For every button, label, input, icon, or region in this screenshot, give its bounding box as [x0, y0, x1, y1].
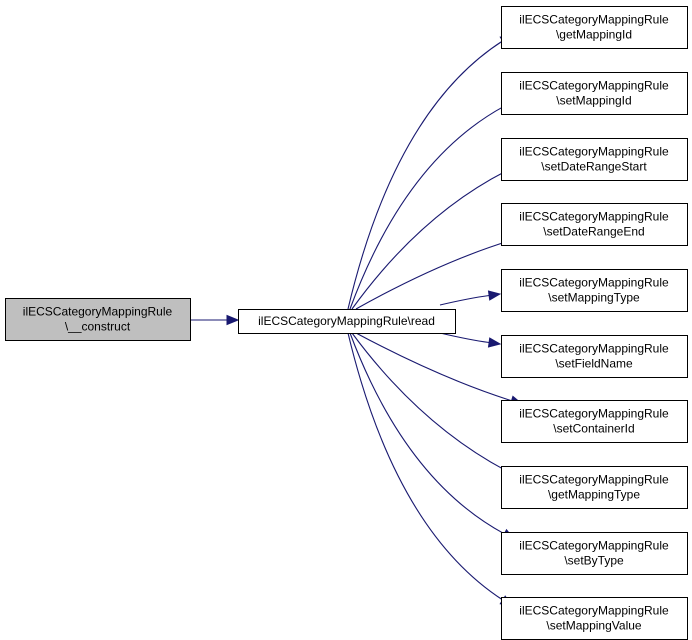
- edge-line: [439, 332, 490, 344]
- node-setMappingId[interactable]: ilECSCategoryMappingRule\setMappingId: [501, 72, 688, 115]
- node-label-line: ilECSCategoryMappingRule: [519, 145, 669, 159]
- node-label-line: \setContainerId: [553, 422, 634, 436]
- node-label-line: \setFieldName: [555, 357, 633, 371]
- arrowhead-icon: [487, 290, 502, 301]
- arrowhead-icon: [487, 337, 502, 348]
- node-box[interactable]: [501, 466, 688, 509]
- node-label-line: ilECSCategoryMappingRule: [519, 13, 669, 27]
- edge-line: [349, 332, 505, 535]
- node-label-line: ilECSCategoryMappingRule: [519, 407, 669, 421]
- node-box[interactable]: [501, 72, 688, 115]
- edge-line: [351, 332, 507, 472]
- node-construct[interactable]: ilECSCategoryMappingRule\__construct: [5, 298, 191, 341]
- node-setContainerId[interactable]: ilECSCategoryMappingRule\setContainerId: [501, 400, 688, 443]
- edge-read-to-getMappingId: [347, 34, 514, 310]
- edge-line: [347, 40, 503, 310]
- edge-line: [347, 332, 504, 601]
- node-label-line: \setByType: [564, 554, 624, 568]
- edge-read-to-setMappingId: [349, 100, 516, 310]
- node-box[interactable]: [501, 597, 688, 640]
- edge-construct-to-read: [190, 314, 240, 326]
- edge-read-to-getMappingType: [351, 332, 518, 477]
- node-setDateRangeEnd[interactable]: ilECSCategoryMappingRule\setDateRangeEnd: [501, 203, 688, 246]
- node-box[interactable]: [501, 6, 688, 49]
- node-box[interactable]: [501, 400, 688, 443]
- edge-line: [351, 170, 507, 310]
- node-box[interactable]: [501, 269, 688, 312]
- node-label-line: \setDateRangeEnd: [543, 225, 644, 239]
- node-box[interactable]: [501, 532, 688, 575]
- node-label-line: ilECSCategoryMappingRule: [519, 473, 669, 487]
- node-label-line: \setMappingType: [548, 291, 640, 305]
- node-label-line: \getMappingType: [548, 488, 640, 502]
- node-label-line: ilECSCategoryMappingRule: [519, 342, 669, 356]
- node-label-line: \setMappingValue: [546, 619, 642, 633]
- edge-line: [349, 105, 505, 310]
- edge-line: [355, 332, 512, 402]
- node-label-line: \getMappingId: [556, 28, 632, 42]
- edge-read-to-setFieldName: [439, 332, 502, 348]
- node-getMappingType[interactable]: ilECSCategoryMappingRule\getMappingType: [501, 466, 688, 509]
- edge-line: [439, 294, 490, 306]
- node-setMappingType[interactable]: ilECSCategoryMappingRule\setMappingType: [501, 269, 688, 312]
- edge-read-to-setMappingValue: [347, 332, 514, 607]
- node-setMappingValue[interactable]: ilECSCategoryMappingRule\setMappingValue: [501, 597, 688, 640]
- node-box[interactable]: [238, 309, 456, 334]
- node-label-line: ilECSCategoryMappingRule: [519, 276, 669, 290]
- node-label-line: ilECSCategoryMappingRule: [519, 604, 669, 618]
- arrowhead-icon: [226, 314, 240, 326]
- node-box[interactable]: [501, 203, 688, 246]
- node-label-line: \setDateRangeStart: [541, 160, 647, 174]
- node-setByType[interactable]: ilECSCategoryMappingRule\setByType: [501, 532, 688, 575]
- node-box[interactable]: [5, 298, 191, 341]
- node-setFieldName[interactable]: ilECSCategoryMappingRule\setFieldName: [501, 335, 688, 378]
- node-box[interactable]: [501, 335, 688, 378]
- node-setDateRangeStart[interactable]: ilECSCategoryMappingRule\setDateRangeSta…: [501, 138, 688, 181]
- node-label-line: ilECSCategoryMappingRule: [23, 305, 173, 319]
- edge-line: [355, 239, 512, 310]
- node-getMappingId[interactable]: ilECSCategoryMappingRule\getMappingId: [501, 6, 688, 49]
- edge-read-to-setDateRangeStart: [351, 165, 518, 310]
- node-box[interactable]: [501, 138, 688, 181]
- node-label-line: ilECSCategoryMappingRule: [519, 210, 669, 224]
- node-label-line: ilECSCategoryMappingRule\read: [258, 314, 435, 328]
- node-label-line: ilECSCategoryMappingRule: [519, 539, 669, 553]
- edge-read-to-setMappingType: [439, 290, 502, 306]
- node-label-line: \__construct: [65, 320, 131, 334]
- edge-read-to-setByType: [349, 332, 516, 540]
- node-label-line: ilECSCategoryMappingRule: [519, 79, 669, 93]
- node-read[interactable]: ilECSCategoryMappingRule\read: [238, 309, 456, 334]
- node-label-line: \setMappingId: [556, 94, 631, 108]
